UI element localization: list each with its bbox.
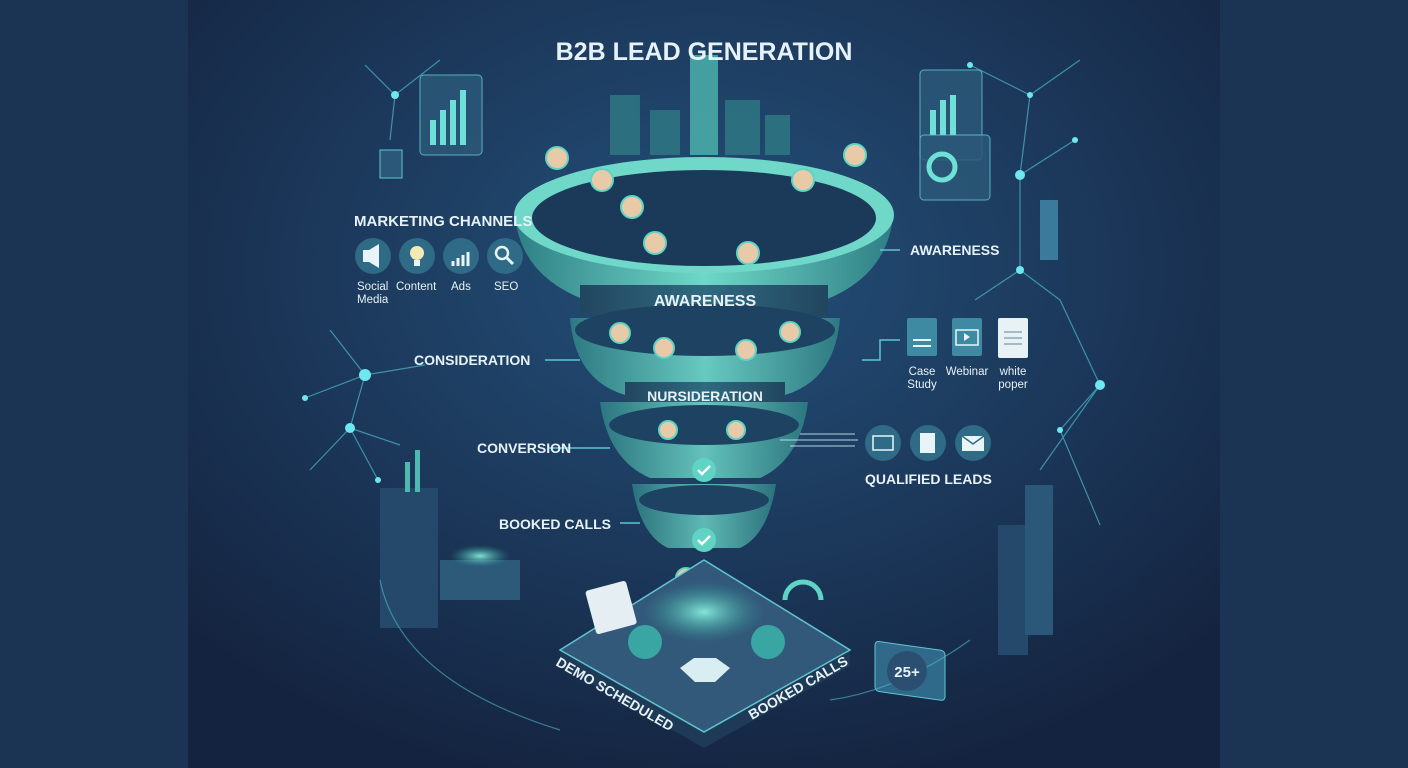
bar-towers: [380, 200, 1058, 655]
qualified-leads: QUALIFIED LEADS: [865, 425, 992, 487]
svg-text:SEO: SEO: [494, 281, 518, 293]
svg-text:Webinar: Webinar: [946, 366, 989, 378]
magnifier-icon: [487, 238, 523, 274]
form-icon: [865, 425, 901, 461]
marketing-channels: MARKETING CHANNELS Social Media Content …: [354, 213, 532, 306]
handshake-icon: [680, 658, 730, 682]
asset-white-paper: white poper: [998, 318, 1028, 391]
city-skyline: [610, 55, 790, 155]
conversion-label: CONVERSION: [477, 440, 571, 456]
svg-text:25+: 25+: [894, 664, 920, 681]
channel-social-media: Social Media: [355, 238, 391, 306]
svg-text:Content: Content: [396, 281, 437, 293]
headset-icon: [782, 579, 824, 601]
calendar-icon: [585, 580, 637, 634]
asset-webinar: Webinar: [946, 318, 989, 378]
funnel-tier1-label: AWARENESS: [654, 293, 757, 310]
asset-case-study: Case Study: [907, 318, 937, 391]
channel-content: Content: [396, 238, 437, 293]
funnel-tier2-label: NURSIDERATION: [647, 388, 763, 404]
booked-calls-label: BOOKED CALLS: [499, 516, 611, 532]
svg-text:Study: Study: [907, 379, 937, 391]
dashboard-panel-right: [919, 69, 991, 201]
svg-text:poper: poper: [998, 379, 1028, 391]
label-leader-lines: [545, 249, 900, 524]
awareness-side-label: AWARENESS: [910, 242, 999, 258]
phone-icon: [751, 625, 785, 659]
network-nodes: [302, 62, 1105, 483]
svg-text:Case: Case: [909, 366, 936, 378]
channel-seo: SEO: [487, 238, 523, 293]
platform: [558, 559, 946, 748]
marketing-channels-heading: MARKETING CHANNELS: [354, 213, 532, 230]
channel-ads: Ads: [443, 238, 479, 293]
consideration-label: CONSIDERATION: [414, 352, 530, 368]
page-title: B2B LEAD GENERATION: [556, 38, 853, 66]
svg-text:Social: Social: [357, 281, 388, 293]
svg-text:Media: Media: [357, 294, 389, 306]
qualified-leads-label: QUALIFIED LEADS: [865, 471, 992, 487]
count-badge: 25+: [887, 651, 927, 691]
dashboard-panel-left: [379, 74, 483, 179]
svg-text:white: white: [999, 366, 1027, 378]
svg-text:Ads: Ads: [451, 281, 471, 293]
content-assets: Case Study Webinar white poper: [907, 318, 1028, 391]
arrow-lines: [780, 433, 858, 447]
form-icon: [628, 625, 662, 659]
document-icon: [907, 318, 937, 356]
bar-chart-icon: [443, 238, 479, 274]
